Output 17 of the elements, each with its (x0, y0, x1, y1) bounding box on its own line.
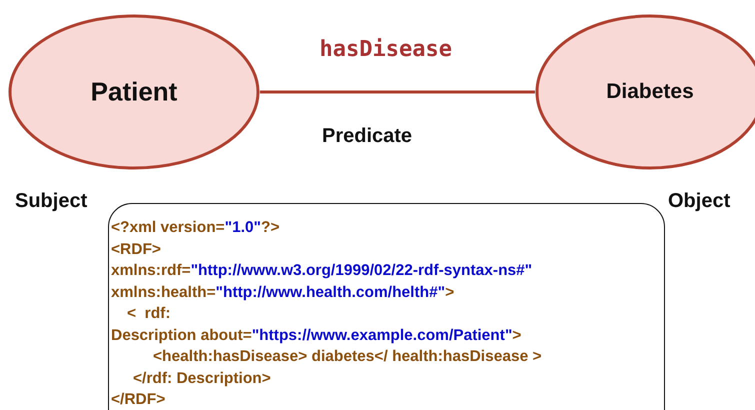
node-label: Patient (90, 76, 178, 106)
node-caption: Subject (15, 190, 88, 213)
code-line: xmlns:rdf="http://www.w3.org/1999/02/22-rdf-syntax-ns#" (111, 261, 532, 281)
role-label: Object (668, 190, 730, 213)
connector-line (260, 90, 535, 94)
code-line: Description about="https://www.example.com/Patient"> (111, 326, 522, 346)
code-line: < rdf: (127, 304, 170, 324)
code-box (108, 203, 665, 410)
code-line: xmlns:health="http://www.health.com/helth#"> (111, 282, 454, 302)
code-line: <RDF> (111, 240, 161, 260)
code-line: <health:hasDisease> diabetes</ health:hasDisease > (153, 347, 542, 367)
code-line: </RDF> (111, 390, 166, 410)
node-label: Diabetes (606, 80, 694, 103)
entity-ellipse (8, 14, 260, 170)
predicate-label: Predicate (322, 125, 412, 148)
code-line: <?xml version="1.0"?> (111, 218, 280, 238)
code-line: </rdf: Description> (133, 368, 271, 388)
